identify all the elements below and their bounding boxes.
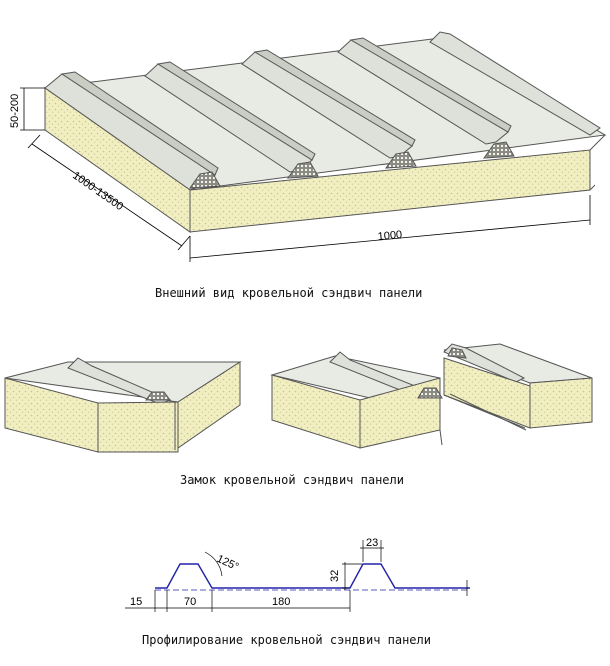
dim-32-label: 32 xyxy=(329,570,341,582)
dim-15-label: 15 xyxy=(130,596,142,608)
profile-view-caption: Профилирование кровельной сэндвич панели xyxy=(142,633,431,647)
dim-width-label: 1000 xyxy=(377,229,402,243)
panel-view-caption: Внешний вид кровельной сэндвич панели xyxy=(155,286,422,300)
profile-line xyxy=(155,563,470,589)
lock-right-illustration xyxy=(443,343,593,431)
dim-180-label: 180 xyxy=(272,596,290,608)
panel-rib-ends xyxy=(188,141,515,189)
lock-view-caption: Замок кровельной сэндвич панели xyxy=(180,473,404,487)
profile-drawing: 15 70 180 32 23 125° xyxy=(125,537,470,612)
dim-angle-label: 125° xyxy=(215,553,241,573)
dim-23-label: 23 xyxy=(366,537,378,549)
panel-ribs xyxy=(44,31,601,191)
lock-middle-illustration xyxy=(270,351,443,449)
dim-height-label: 50-200 xyxy=(9,94,21,128)
panel-dimensions xyxy=(20,87,591,262)
roof-panel-illustration xyxy=(43,31,607,233)
dim-70-label: 70 xyxy=(184,596,196,608)
lock-left-illustration xyxy=(4,357,242,453)
